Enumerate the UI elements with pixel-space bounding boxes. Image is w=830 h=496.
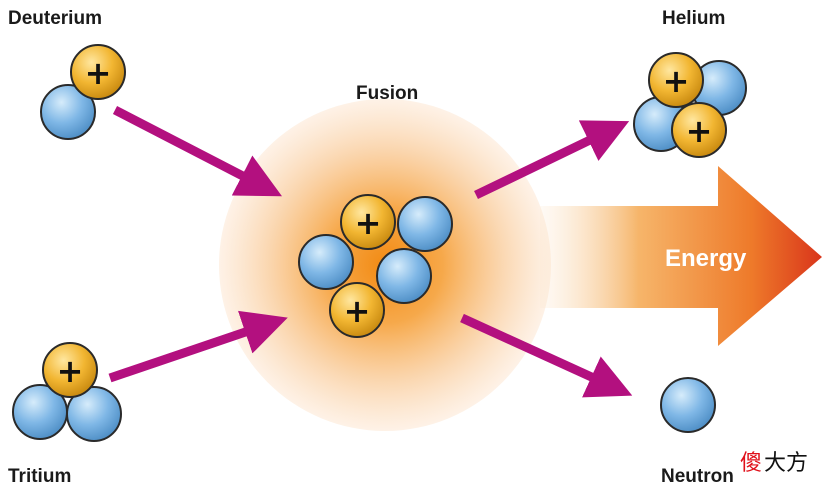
helium-proton-2	[671, 102, 727, 158]
tritium-proton	[42, 342, 98, 398]
fused-neutron-3	[376, 248, 432, 304]
fused-neutron-1	[298, 234, 354, 290]
deuterium-arrow	[112, 106, 282, 197]
tritium-neutron-2	[66, 386, 122, 442]
tritium-nucleus: +	[12, 342, 122, 442]
fused-proton-2-plus: +	[344, 292, 371, 330]
deuterium-label: Deuterium	[8, 8, 102, 29]
free-neutron	[660, 377, 716, 433]
deuterium-proton	[70, 44, 126, 100]
helium-proton-1	[648, 52, 704, 108]
neutron-label: Neutron	[661, 466, 734, 487]
deuterium-nucleus: +	[40, 44, 126, 140]
watermark-char-2: 大方	[764, 451, 808, 476]
helium-label: Helium	[662, 8, 725, 29]
watermark-backdrop	[734, 444, 828, 478]
fused-proton-1	[340, 194, 396, 250]
helium-proton-2-plus: +	[686, 112, 713, 150]
helium-proton-1-plus: +	[663, 62, 690, 100]
fused-nucleus: + +	[298, 194, 453, 338]
fused-proton-1-plus: +	[355, 204, 382, 242]
fused-neutron-2	[397, 196, 453, 252]
watermark-char-1: 傻	[740, 451, 762, 476]
tritium-arrow	[108, 310, 288, 383]
deuterium-proton-plus: +	[85, 54, 112, 92]
energy-arrow	[540, 166, 822, 346]
helium-nucleus: + +	[633, 52, 747, 158]
helium-arrow	[474, 120, 630, 200]
deuterium-neutron	[40, 84, 96, 140]
energy-label: Energy	[665, 245, 747, 272]
fused-proton-2	[329, 282, 385, 338]
fusion-label: Fusion	[356, 83, 418, 104]
tritium-label: Tritium	[8, 466, 71, 487]
neutron-arrow	[460, 313, 633, 398]
tritium-proton-plus: +	[57, 352, 84, 390]
